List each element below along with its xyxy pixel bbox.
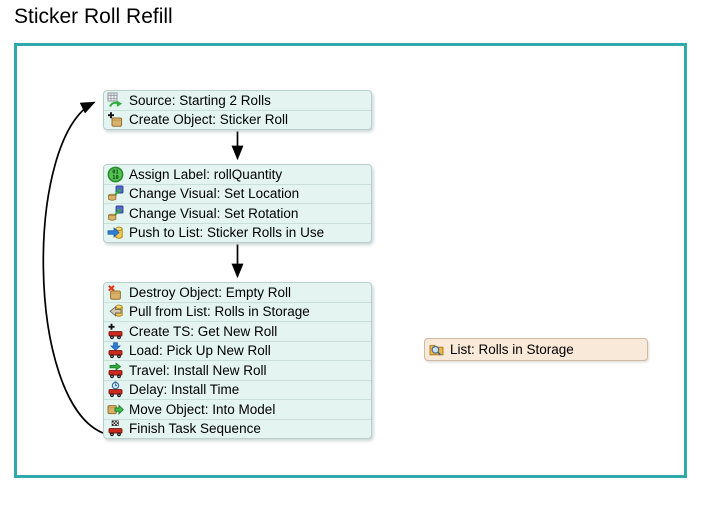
- load-icon: [107, 342, 124, 359]
- activity-label: Create Object: Sticker Roll: [129, 112, 289, 127]
- push-to-list-icon: [107, 224, 124, 241]
- activity-block-source: Source: Starting 2 Rolls Create Object: …: [103, 90, 372, 130]
- activity-row-change-visual-location[interactable]: Change Visual: Set Location: [104, 183, 371, 204]
- activity-label: Assign Label: rollQuantity: [129, 166, 283, 182]
- list-box-label: List: Rolls in Storage: [450, 341, 574, 357]
- activity-row-create-ts[interactable]: Create TS: Get New Roll: [104, 321, 371, 341]
- activity-label: Push to List: Sticker Rolls in Use: [129, 225, 325, 240]
- activity-label: Travel: Install New Roll: [129, 362, 267, 378]
- pull-from-list-icon: [107, 303, 124, 320]
- activity-label: Create TS: Get New Roll: [129, 323, 278, 339]
- svg-text:01: 01: [112, 169, 119, 175]
- activity-label: Load: Pick Up New Roll: [129, 343, 271, 358]
- activity-row-source[interactable]: Source: Starting 2 Rolls: [104, 91, 371, 110]
- activity-block-assign: 01 10 Assign Label: rollQuantity Change …: [103, 164, 372, 243]
- activity-row-assign-label[interactable]: 01 10 Assign Label: rollQuantity: [104, 165, 371, 184]
- activity-block-refill: Destroy Object: Empty Roll Pull from Lis…: [103, 282, 372, 439]
- delay-icon: [107, 381, 124, 398]
- move-object-icon: [107, 401, 124, 418]
- activity-row-pull-from-list[interactable]: Pull from List: Rolls in Storage: [104, 301, 371, 322]
- list-icon: [429, 342, 444, 357]
- page-title: Sticker Roll Refill: [14, 5, 173, 28]
- activity-row-load[interactable]: Load: Pick Up New Roll: [104, 340, 371, 361]
- activity-label: Destroy Object: Empty Roll: [129, 284, 292, 300]
- activity-row-delay[interactable]: Delay: Install Time: [104, 379, 371, 400]
- create-ts-icon: [107, 323, 124, 340]
- activity-row-destroy-object[interactable]: Destroy Object: Empty Roll: [104, 283, 371, 302]
- activity-row-push-to-list[interactable]: Push to List: Sticker Rolls in Use: [104, 222, 371, 243]
- activity-row-finish-task-sequence[interactable]: Finish Task Sequence: [104, 418, 371, 439]
- list-box-rolls-in-storage[interactable]: List: Rolls in Storage: [424, 338, 648, 361]
- activity-row-move-object[interactable]: Move Object: Into Model: [104, 399, 371, 419]
- svg-text:10: 10: [112, 175, 119, 181]
- travel-icon: [107, 362, 124, 379]
- activity-row-travel[interactable]: Travel: Install New Roll: [104, 360, 371, 380]
- activity-label: Source: Starting 2 Rolls: [129, 92, 271, 108]
- create-object-icon: [107, 111, 124, 128]
- activity-label: Finish Task Sequence: [129, 421, 261, 436]
- activity-row-change-visual-rotation[interactable]: Change Visual: Set Rotation: [104, 203, 371, 223]
- assign-label-icon: 01 10: [107, 166, 124, 183]
- destroy-object-icon: [107, 284, 124, 301]
- source-icon: [107, 92, 124, 109]
- activity-label: Move Object: Into Model: [129, 401, 276, 417]
- change-visual-icon: [107, 185, 124, 202]
- activity-label: Pull from List: Rolls in Storage: [129, 304, 310, 319]
- activity-label: Change Visual: Set Rotation: [129, 205, 299, 221]
- activity-label: Delay: Install Time: [129, 382, 240, 397]
- activity-row-create-object[interactable]: Create Object: Sticker Roll: [104, 109, 371, 130]
- finish-task-sequence-icon: [107, 420, 124, 437]
- activity-label: Change Visual: Set Location: [129, 186, 300, 201]
- change-visual-icon: [107, 205, 124, 222]
